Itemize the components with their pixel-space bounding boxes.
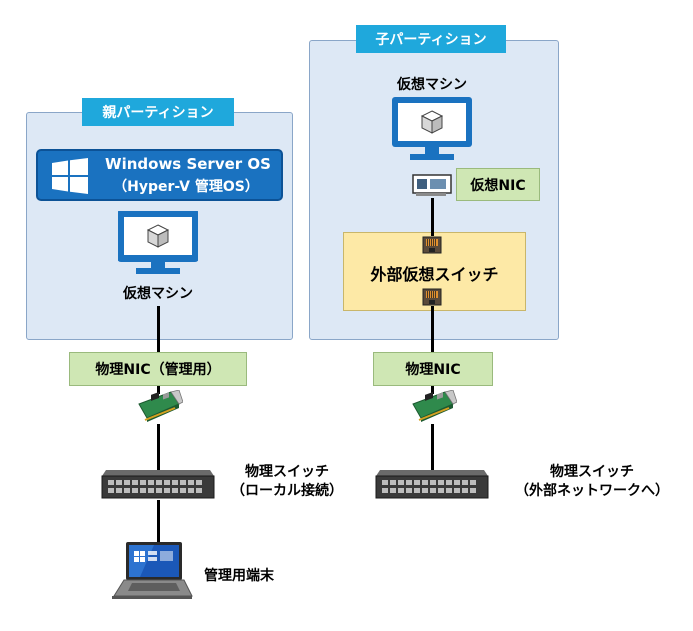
connector-left-switch-to-laptop (157, 500, 160, 542)
os-title: Windows Server OS (105, 155, 271, 173)
left-switch-label-line1: 物理スイッチ (245, 464, 329, 480)
cube-icon (420, 110, 444, 134)
parent-vm-monitor-icon (118, 211, 198, 274)
right-physical-nic-card-icon (412, 390, 457, 422)
child-vm-label: 仮想マシン (397, 77, 467, 93)
child-vm-monitor-icon (392, 97, 472, 160)
external-virtual-switch-label: 外部仮想スイッチ (370, 265, 499, 284)
left-physical-switch-icon (101, 470, 215, 499)
parent-vm-label: 仮想マシン (123, 286, 193, 302)
cube-icon (146, 224, 170, 248)
windows-server-os-box: Windows Server OS （Hyper-V 管理OS） (36, 149, 283, 201)
windows-logo-icon (52, 158, 88, 194)
connector-parent-vm-to-nic (157, 306, 160, 352)
left-physical-nic-card-icon (138, 390, 183, 422)
parent-partition-label: 親パーティション (82, 98, 234, 126)
connector-vswitch-to-nic (431, 306, 434, 352)
connector-right-card-to-switch (431, 424, 434, 472)
connector-vnic-to-vswitch (431, 198, 434, 236)
right-physical-nic-box: 物理NIC (373, 352, 493, 386)
connector-left-nic-to-card (157, 386, 160, 394)
left-switch-label-line2: （ローカル接続） (231, 483, 343, 499)
virtual-nic-icon (412, 174, 452, 196)
right-physical-switch-icon (375, 470, 489, 499)
child-partition-label: 子パーティション (356, 25, 506, 53)
virtual-nic-box: 仮想NIC (456, 168, 540, 201)
connector-right-nic-to-card (431, 386, 434, 394)
connector-left-card-to-switch (157, 424, 160, 472)
left-physical-nic-box: 物理NIC（管理用） (69, 352, 247, 386)
right-switch-label-line2: （外部ネットワークへ） (515, 483, 669, 499)
ethernet-port-top-icon (422, 236, 442, 254)
management-terminal-label: 管理用端末 (204, 568, 274, 584)
ethernet-port-bottom-icon (422, 288, 442, 306)
right-switch-label-line1: 物理スイッチ (550, 464, 634, 480)
laptop-icon (112, 542, 193, 599)
os-subtitle: （Hyper-V 管理OS） (113, 179, 259, 195)
